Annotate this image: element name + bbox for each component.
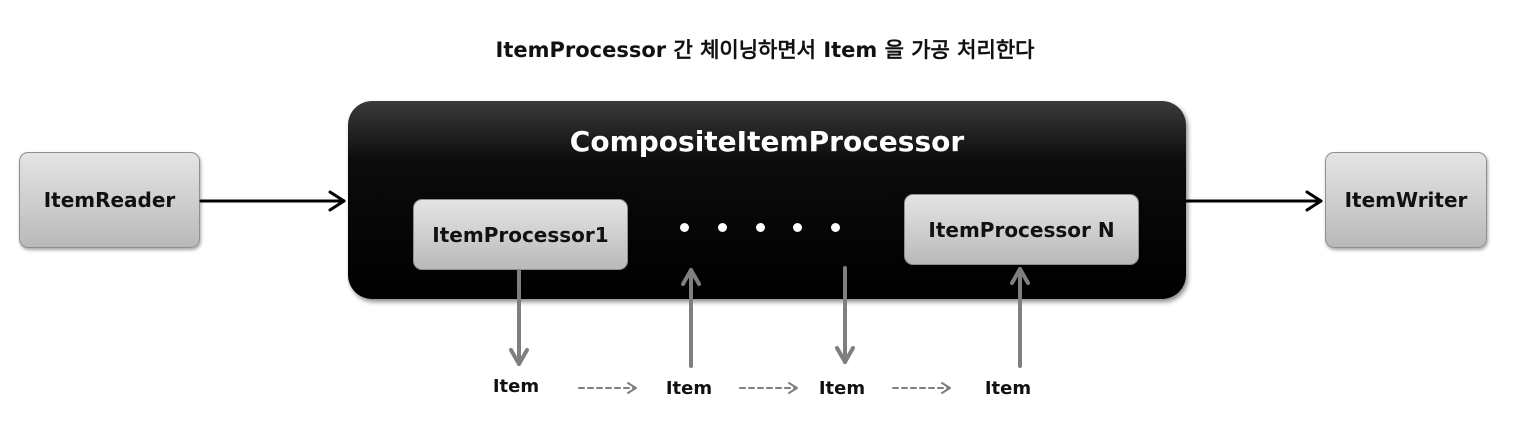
- composite-to-writer-arrow: [1185, 190, 1323, 212]
- processor-n-up-arrow: [1010, 267, 1030, 368]
- ellipsis-dot: [717, 222, 727, 232]
- ellipsis-dot: [755, 222, 765, 232]
- reader-to-composite-arrow: [199, 190, 346, 212]
- processor1-down-arrow: [509, 269, 529, 366]
- item-processor-1-box: ItemProcessor1: [413, 199, 628, 270]
- diagram-title: ItemProcessor 간 체이닝하면서 Item 을 가공 처리한다: [495, 38, 1035, 62]
- ellipsis-dots: [680, 212, 840, 242]
- item-down-arrow-2: [835, 266, 855, 364]
- item-label-4: Item: [984, 378, 1032, 399]
- item-reader-box: ItemReader: [19, 152, 200, 248]
- ellipsis-dot: [831, 222, 840, 232]
- item-label-2: Item: [665, 378, 713, 399]
- dashed-arrow-1: [578, 382, 637, 394]
- item-label-1: Item: [492, 376, 540, 397]
- item-writer-box: ItemWriter: [1325, 152, 1487, 248]
- ellipsis-dot: [793, 222, 803, 232]
- dashed-arrow-2: [739, 382, 798, 394]
- ellipsis-dot: [680, 222, 689, 232]
- composite-item-processor-label: CompositeItemProcessor: [569, 125, 965, 158]
- item-processor-n-box: ItemProcessor N: [904, 194, 1139, 265]
- item-up-arrow-1: [681, 268, 701, 368]
- item-label-3: Item: [818, 378, 866, 399]
- dashed-arrow-3: [892, 382, 951, 394]
